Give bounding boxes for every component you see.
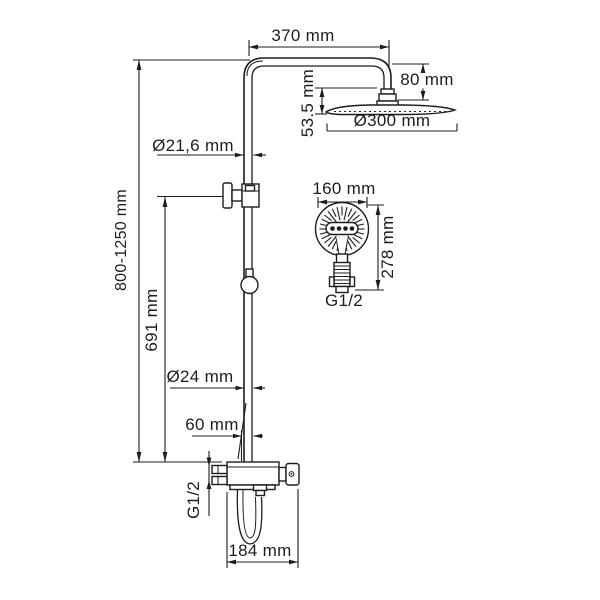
dim-80mm	[392, 63, 429, 101]
hand-shower-handle	[328, 253, 356, 294]
dim-label-hand-shower-width: 160 mm	[312, 179, 376, 198]
dim-label-upper-pipe-diameter: Ø21,6 mm	[152, 136, 234, 155]
dim-300mm	[326, 123, 458, 132]
label-inlet-thread: G1/2	[184, 480, 203, 520]
dim-53-5mm	[315, 87, 377, 115]
dim-label-spout-offset: 60 mm	[185, 415, 239, 434]
dim-370mm	[248, 40, 390, 68]
riser-pipe-and-arm	[243, 57, 392, 462]
dim-label-head-offset: 80 mm	[400, 70, 454, 89]
pipe-joint-knob	[240, 268, 259, 295]
dim-label-head-thickness: 53.5 mm	[298, 68, 317, 138]
label-hand-shower-thread: G1/2	[324, 291, 364, 310]
dim-inlet-thread-g12	[206, 451, 212, 516]
dim-label-hand-shower-length: 278 mm	[378, 215, 397, 279]
thermostatic-mixer	[211, 461, 300, 497]
handle-cone	[336, 238, 348, 254]
dim-24mm	[170, 385, 265, 391]
dim-184mm	[226, 489, 299, 568]
hand-shower	[314, 201, 370, 294]
dim-label-slide-bar-height: 691 mm	[142, 288, 161, 352]
spray-selector-pill	[325, 221, 359, 236]
mixer-handle	[278, 462, 300, 486]
slider-holder	[222, 182, 260, 209]
dim-label-arm-length: 370 mm	[271, 26, 335, 45]
dim-label-lower-pipe-diameter: Ø24 mm	[166, 367, 234, 386]
dim-60mm	[192, 402, 263, 461]
dim-160mm	[317, 197, 368, 208]
hose-outlet-fitting	[252, 484, 268, 497]
shower-hose	[236, 489, 263, 545]
dim-label-mixer-width: 184 mm	[228, 541, 292, 560]
dim-691mm	[157, 195, 223, 462]
dim-21-6mm	[157, 152, 266, 158]
dim-label-column-height-range: 800-1250 mm	[113, 188, 130, 292]
dim-278mm	[355, 204, 384, 291]
dim-label-head-diameter: Ø300 mm	[353, 111, 431, 130]
dim-800-1250mm	[133, 59, 250, 463]
mixer-inlets	[211, 464, 228, 486]
overhead-shower-head	[324, 104, 458, 116]
